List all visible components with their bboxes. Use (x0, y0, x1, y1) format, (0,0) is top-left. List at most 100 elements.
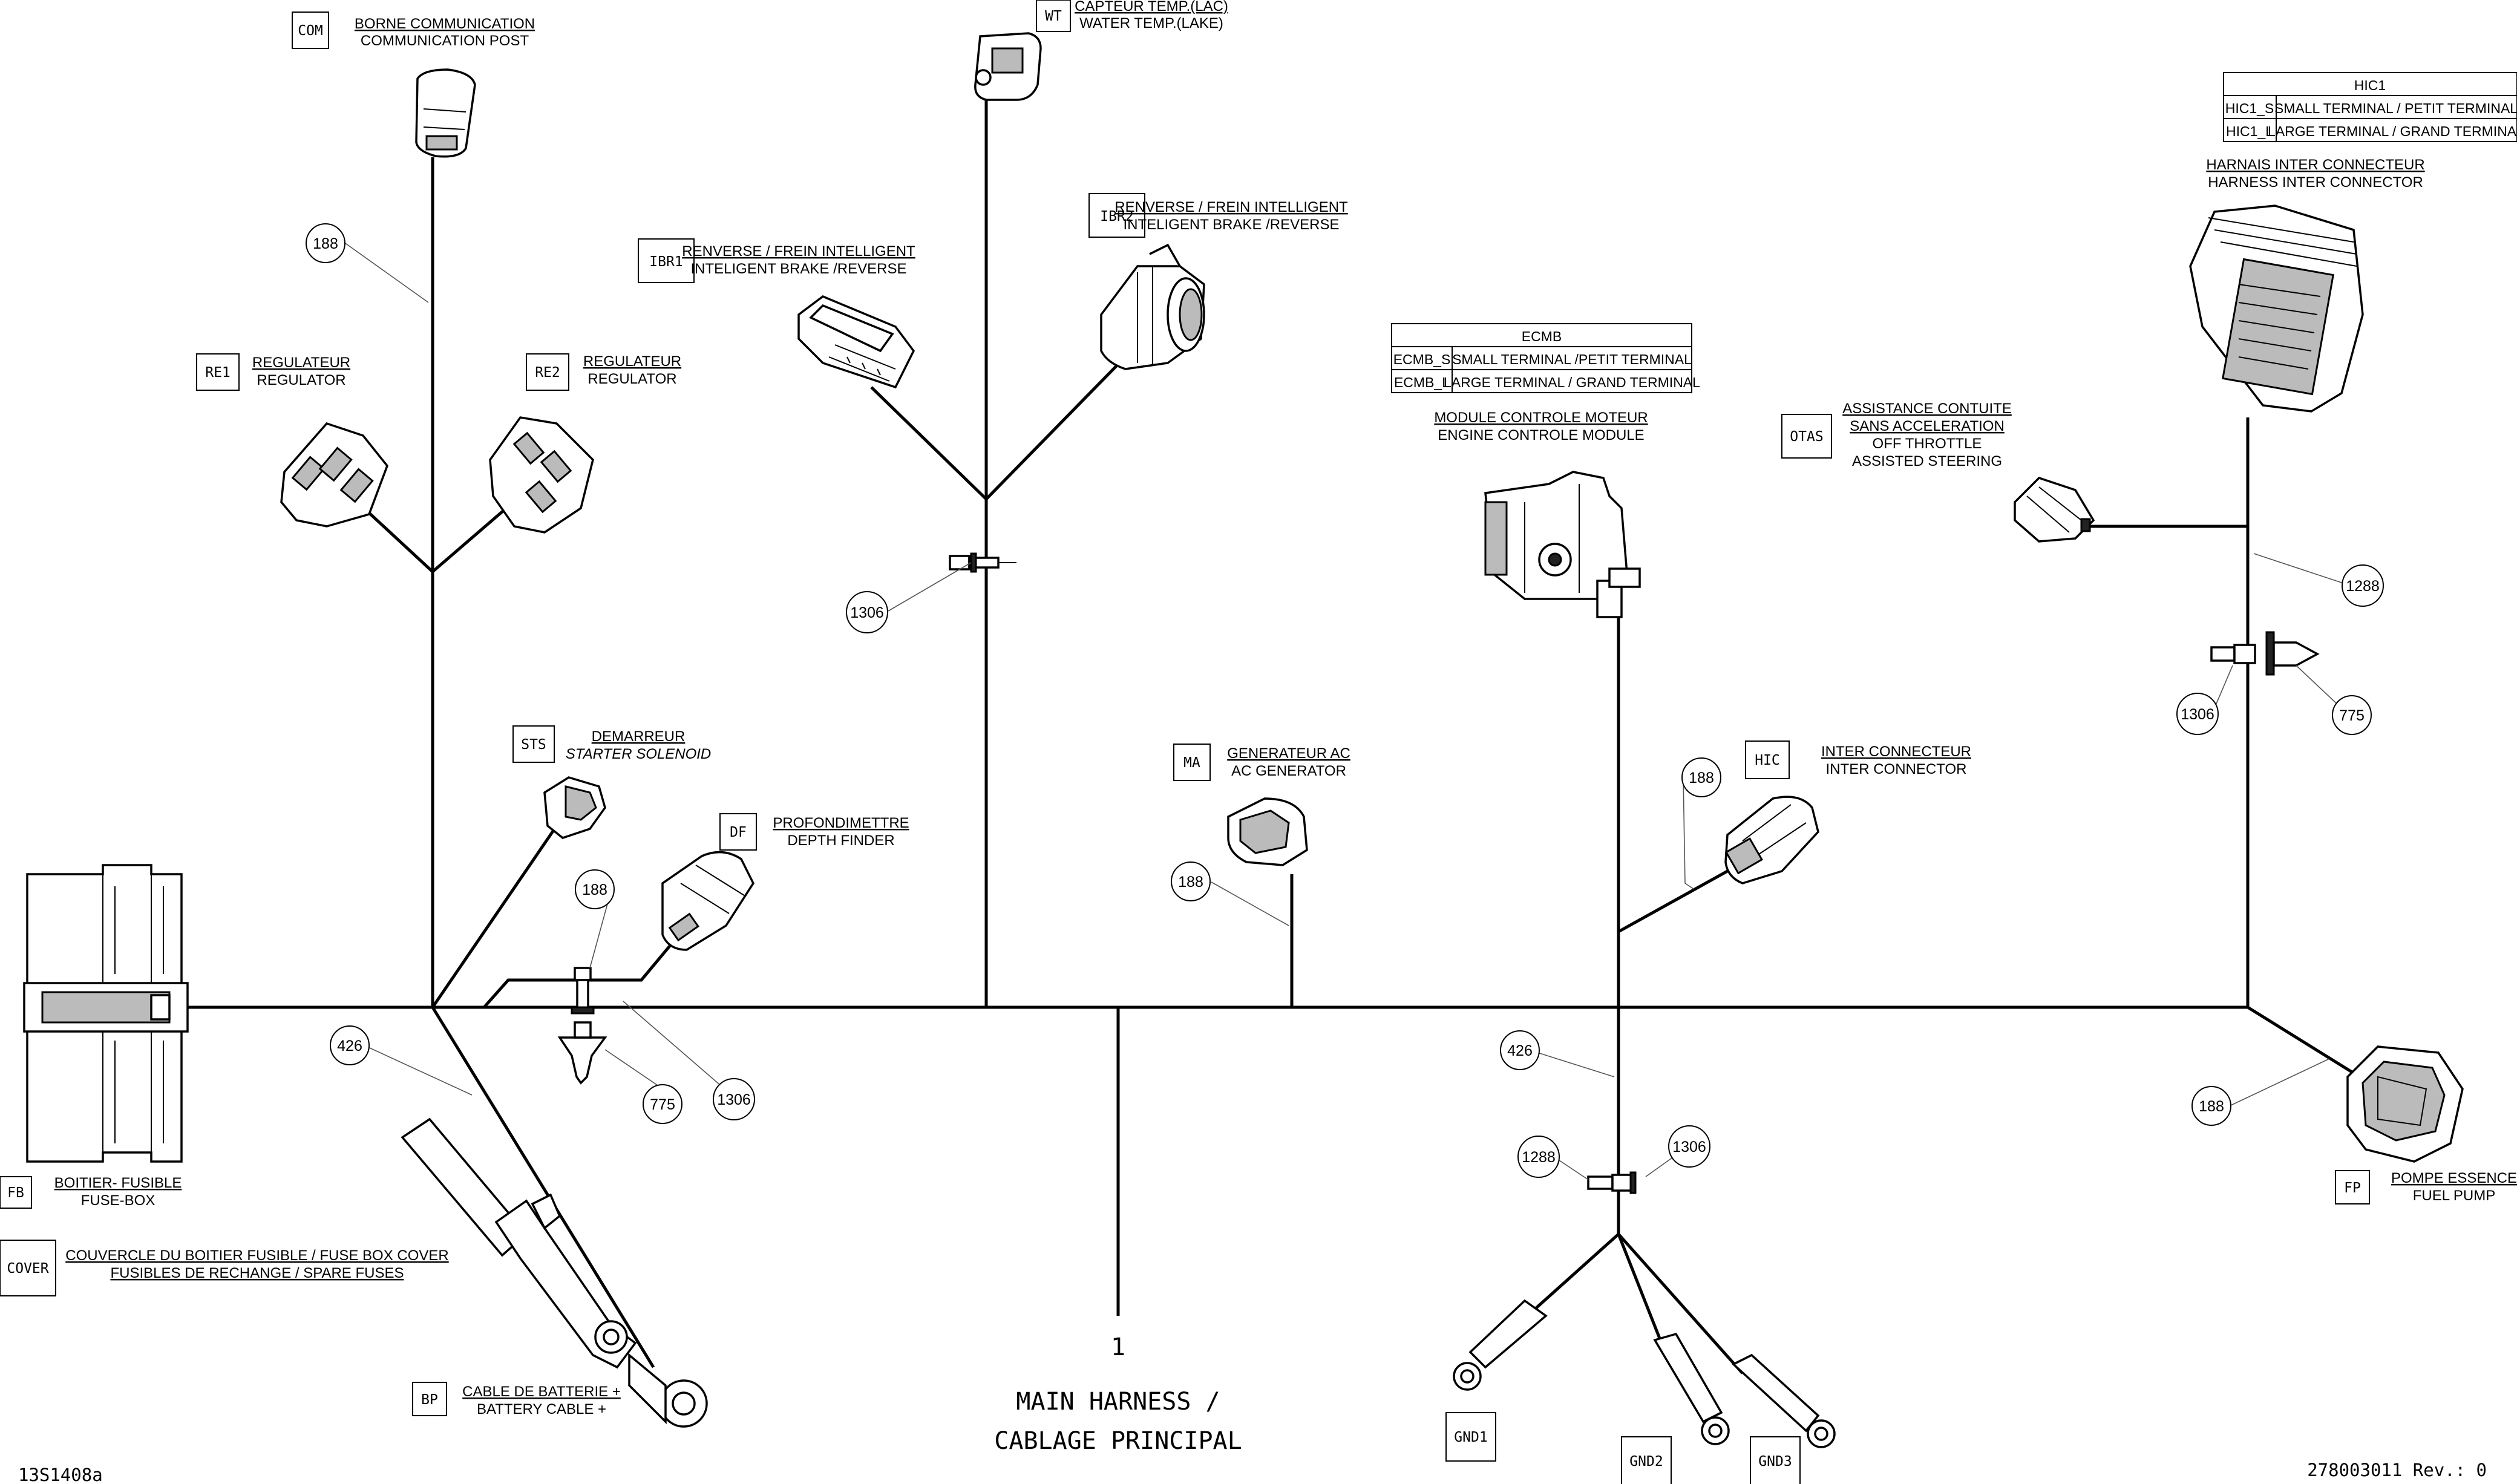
hic1-row-code: HIC1_L (2226, 123, 2273, 139)
callout-1288: 1288 (2342, 564, 2384, 607)
battery-cable-icon (401, 1117, 708, 1428)
splice-1306-icon (1587, 1171, 1637, 1194)
svg-text:IBR2: IBR2 (1100, 209, 1133, 224)
svg-text:GND2: GND2 (1629, 1454, 1663, 1469)
label-fp-fr: POMPE ESSENCE (2391, 1170, 2517, 1186)
ecmb-terminal-table: ECMB ECMB_S SMALL TERMINAL /PETIT TERMIN… (1391, 323, 1700, 393)
ac-generator-connector-icon (1227, 797, 1308, 866)
svg-text:OTAS: OTAS (1790, 429, 1823, 445)
svg-text:IBR1: IBR1 (649, 254, 682, 270)
label-sts-en: STARTER SOLENOID (566, 746, 712, 762)
com-connector-icon (415, 68, 476, 158)
callout-188: 188 (1681, 757, 1721, 797)
code-box-bp: BP (412, 1382, 447, 1416)
label-hic-harness-fr: HARNAIS INTER CONNECTEUR (2206, 157, 2424, 173)
hic1-row-code: HIC1_S (2225, 100, 2274, 116)
splice-1306-icon (571, 967, 595, 1015)
label-ibr2-en: INTELIGENT BRAKE /REVERSE (1124, 217, 1340, 233)
code-box-gnd1: GND1 (1445, 1412, 1496, 1462)
code-box-ibr1: IBR1 (638, 238, 695, 283)
title-number: 1 (1111, 1333, 1125, 1361)
svg-text:1306: 1306 (2181, 706, 2214, 723)
fuse-box-icon (23, 864, 189, 1163)
ibr2-connector-icon (1100, 243, 1205, 370)
code-box-fp: FP (2335, 1170, 2370, 1205)
callout-1306: 1306 (2176, 693, 2219, 735)
svg-text:188: 188 (1178, 874, 1203, 891)
plug-775-icon (2273, 641, 2320, 667)
label-df-fr: PROFONDIMETTRE (773, 815, 909, 831)
code-box-cover: COVER (0, 1240, 56, 1296)
harness-inter-connector-icon (2189, 204, 2364, 413)
svg-text:1306: 1306 (1672, 1139, 1706, 1155)
svg-text:188: 188 (313, 235, 338, 252)
label-bp-fr: CABLE DE BATTERIE + (462, 1384, 621, 1400)
svg-text:RE2: RE2 (535, 365, 560, 381)
label-wt-en: WATER TEMP.(LAKE) (1079, 15, 1223, 31)
svg-text:1306: 1306 (850, 604, 884, 621)
label-otas-en1: OFF THROTTLE (1873, 436, 1982, 452)
svg-text:188: 188 (1689, 770, 1714, 786)
hic1-row-desc: LARGE TERMINAL / GRAND TERMINAL (2268, 123, 2517, 139)
ecmb-header: ECMB (1522, 329, 1562, 344)
re1-connector-icon (280, 422, 388, 528)
ground-ring-icon (1653, 1332, 1730, 1445)
label-re1-fr: REGULATEUR (252, 355, 350, 371)
ibr1-connector-icon (797, 295, 915, 389)
label-cover-line2: FUSIBLES DE RECHANGE / SPARE FUSES (110, 1265, 404, 1281)
part-number: 278003011 Rev.: 0 (2307, 1460, 2487, 1480)
callout-1306: 1306 (713, 1078, 755, 1120)
code-box-ma: MA (1173, 744, 1211, 781)
ground-ring-terminals (1453, 1299, 1836, 1448)
engine-control-module-connector-icon (1484, 471, 1641, 618)
harness-wires (182, 97, 2361, 1374)
svg-text:1306: 1306 (717, 1091, 751, 1108)
label-wt-fr: CAPTEUR TEMP.(LAC) (1075, 0, 1228, 15)
label-re2-en: REGULATOR (588, 371, 676, 387)
label-com-fr: BORNE COMMUNICATION (355, 16, 535, 32)
label-otas-fr2: SANS ACCELERATION (1850, 418, 2005, 434)
plug-775-icon (557, 1021, 607, 1085)
svg-text:GND1: GND1 (1454, 1430, 1487, 1445)
label-hic-en: INTER CONNECTOR (1826, 761, 1967, 777)
callouts: 188 1306 188 775 1306 426 188 188 426 12… (306, 223, 2384, 1178)
callout-775: 775 (643, 1084, 682, 1124)
code-box-re2: RE2 (526, 353, 569, 391)
label-re2-fr: REGULATEUR (583, 353, 681, 370)
ecmb-row-desc: LARGE TERMINAL / GRAND TERMINAL (1444, 374, 1700, 390)
callout-775: 775 (2332, 695, 2372, 735)
svg-text:MA: MA (1183, 755, 1200, 771)
ground-ring-icon (1731, 1353, 1836, 1448)
starter-solenoid-connector-icon (543, 776, 606, 839)
svg-text:RE1: RE1 (205, 365, 231, 381)
code-box-gnd3: GND3 (1750, 1436, 1801, 1484)
label-df-en: DEPTH FINDER (787, 832, 894, 849)
svg-text:FB: FB (7, 1185, 24, 1201)
splice-1306-icon (2210, 631, 2275, 676)
code-box-com: COM (292, 11, 329, 49)
svg-text:FP: FP (2344, 1180, 2361, 1196)
svg-text:GND3: GND3 (1758, 1454, 1792, 1469)
label-ibr2-fr: RENVERSE / FREIN INTELLIGENT (1114, 199, 1348, 215)
callout-1306: 1306 (846, 591, 888, 633)
svg-text:BP: BP (421, 1392, 438, 1408)
code-box-gnd2: GND2 (1621, 1436, 1672, 1484)
label-cover-line1: COUVERCLE DU BOITIER FUSIBLE / FUSE BOX … (65, 1247, 448, 1264)
ecmb-row-code: ECMB_L (1394, 374, 1450, 390)
label-fb-en: FUSE-BOX (81, 1192, 155, 1209)
svg-text:HIC: HIC (1755, 753, 1780, 768)
svg-text:775: 775 (2339, 707, 2365, 724)
code-box-sts: STS (512, 725, 555, 763)
label-com-en: COMMUNICATION POST (361, 33, 529, 49)
code-box-df: DF (719, 813, 757, 851)
code-box-re1: RE1 (196, 353, 240, 391)
code-box-fb: FB (0, 1176, 32, 1209)
label-ecm-en: ENGINE CONTROLE MODULE (1438, 427, 1644, 443)
label-re1-en: REGULATOR (257, 372, 345, 388)
label-ma-en: AC GENERATOR (1231, 763, 1346, 779)
hic1-row-desc: SMALL TERMINAL / PETIT TERMINAL (2274, 100, 2517, 116)
title-line2: CABLAGE PRINCIPAL (994, 1427, 1242, 1455)
water-temp-sensor-icon (974, 32, 1042, 101)
callout-188: 188 (1171, 861, 1211, 901)
